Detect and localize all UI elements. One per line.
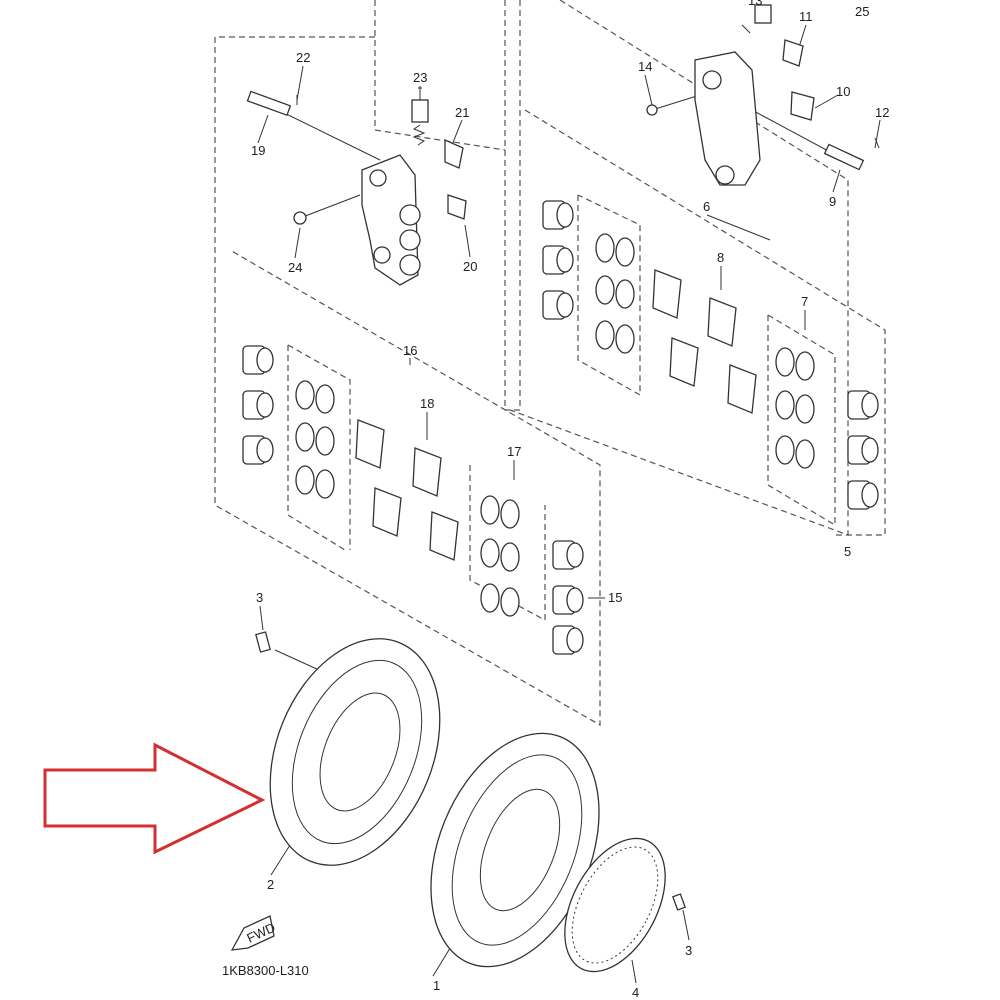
- callout-15: 15: [608, 590, 622, 605]
- left-caliper-body: [246, 87, 467, 286]
- seal: [795, 394, 815, 424]
- piston-face: [556, 292, 574, 318]
- callout-23: 23: [413, 70, 427, 85]
- callout-1: 1: [433, 978, 440, 993]
- callout-12: 12: [875, 105, 889, 120]
- callout-10: 10: [836, 84, 850, 99]
- callout-3-top: 3: [256, 590, 263, 605]
- brake-pad: [412, 447, 442, 497]
- brake-disc-left: [269, 638, 441, 866]
- brake-pad: [707, 297, 737, 347]
- right-caliper-body: [646, 4, 880, 186]
- callout-17: 17: [507, 444, 521, 459]
- caliper-components: [242, 200, 879, 655]
- piston-face: [566, 627, 584, 653]
- piston-face: [256, 437, 274, 463]
- seal: [500, 499, 520, 529]
- callout-11: 11: [799, 9, 813, 24]
- callout-7: 7: [801, 294, 808, 309]
- callout-22: 22: [296, 50, 310, 65]
- seal: [315, 384, 335, 414]
- callout-2: 2: [267, 877, 274, 892]
- seal: [295, 422, 315, 452]
- seal: [295, 465, 315, 495]
- piston-face: [861, 392, 879, 418]
- seal: [500, 542, 520, 572]
- seal: [480, 538, 500, 568]
- piston-face: [566, 587, 584, 613]
- sensor-rotor-ring: [564, 837, 686, 973]
- seal: [615, 237, 635, 267]
- seal: [795, 351, 815, 381]
- piston-face: [256, 347, 274, 373]
- brake-pad: [372, 487, 402, 537]
- seal: [615, 324, 635, 354]
- callout-6: 6: [703, 199, 710, 214]
- fwd-arrow-icon: FWD: [230, 915, 278, 951]
- seal: [295, 380, 315, 410]
- piston-face: [556, 247, 574, 273]
- callout-8: 8: [717, 250, 724, 265]
- callout-3-bottom: 3: [685, 943, 692, 958]
- callout-16: 16: [403, 343, 417, 358]
- highlight-arrow: [43, 742, 266, 855]
- brake-pad: [652, 269, 682, 319]
- piston-face: [861, 482, 879, 508]
- seal: [775, 435, 795, 465]
- piston-face: [556, 202, 574, 228]
- brake-pad: [355, 419, 385, 469]
- group-box-left-caliper: [214, 0, 601, 727]
- callout-14: 14: [638, 59, 652, 74]
- piston-face: [566, 542, 584, 568]
- seal: [775, 347, 795, 377]
- piston-face: [256, 392, 274, 418]
- callout-24: 24: [288, 260, 302, 275]
- seal: [480, 495, 500, 525]
- callout-18: 18: [420, 396, 434, 411]
- bolt-3-top: [255, 631, 271, 653]
- callout-20: 20: [463, 259, 477, 274]
- seal: [595, 275, 615, 305]
- seal: [315, 426, 335, 456]
- piston-face: [861, 437, 879, 463]
- callout-13: 13: [748, 0, 762, 8]
- seal: [795, 439, 815, 469]
- seal: [315, 469, 335, 499]
- brake-pad: [429, 511, 459, 561]
- seal: [500, 587, 520, 617]
- callout-4: 4: [632, 985, 639, 1000]
- diagram-code: 1KB8300-L310: [222, 963, 309, 978]
- brake-pad: [727, 364, 757, 414]
- callout-5: 5: [844, 544, 851, 559]
- group-box-right-caliper: [505, 0, 886, 536]
- callout-labels: 1 2 3 3 4 5 6 7 8 9 10 11 12 13 14 15 16…: [251, 0, 889, 1000]
- callout-25: 25: [855, 4, 869, 19]
- seal: [480, 583, 500, 613]
- brake-pad: [669, 337, 699, 387]
- callout-19: 19: [251, 143, 265, 158]
- seal: [595, 320, 615, 350]
- seal: [595, 233, 615, 263]
- seal: [615, 279, 635, 309]
- callout-21: 21: [455, 105, 469, 120]
- seal: [775, 390, 795, 420]
- callout-9: 9: [829, 194, 836, 209]
